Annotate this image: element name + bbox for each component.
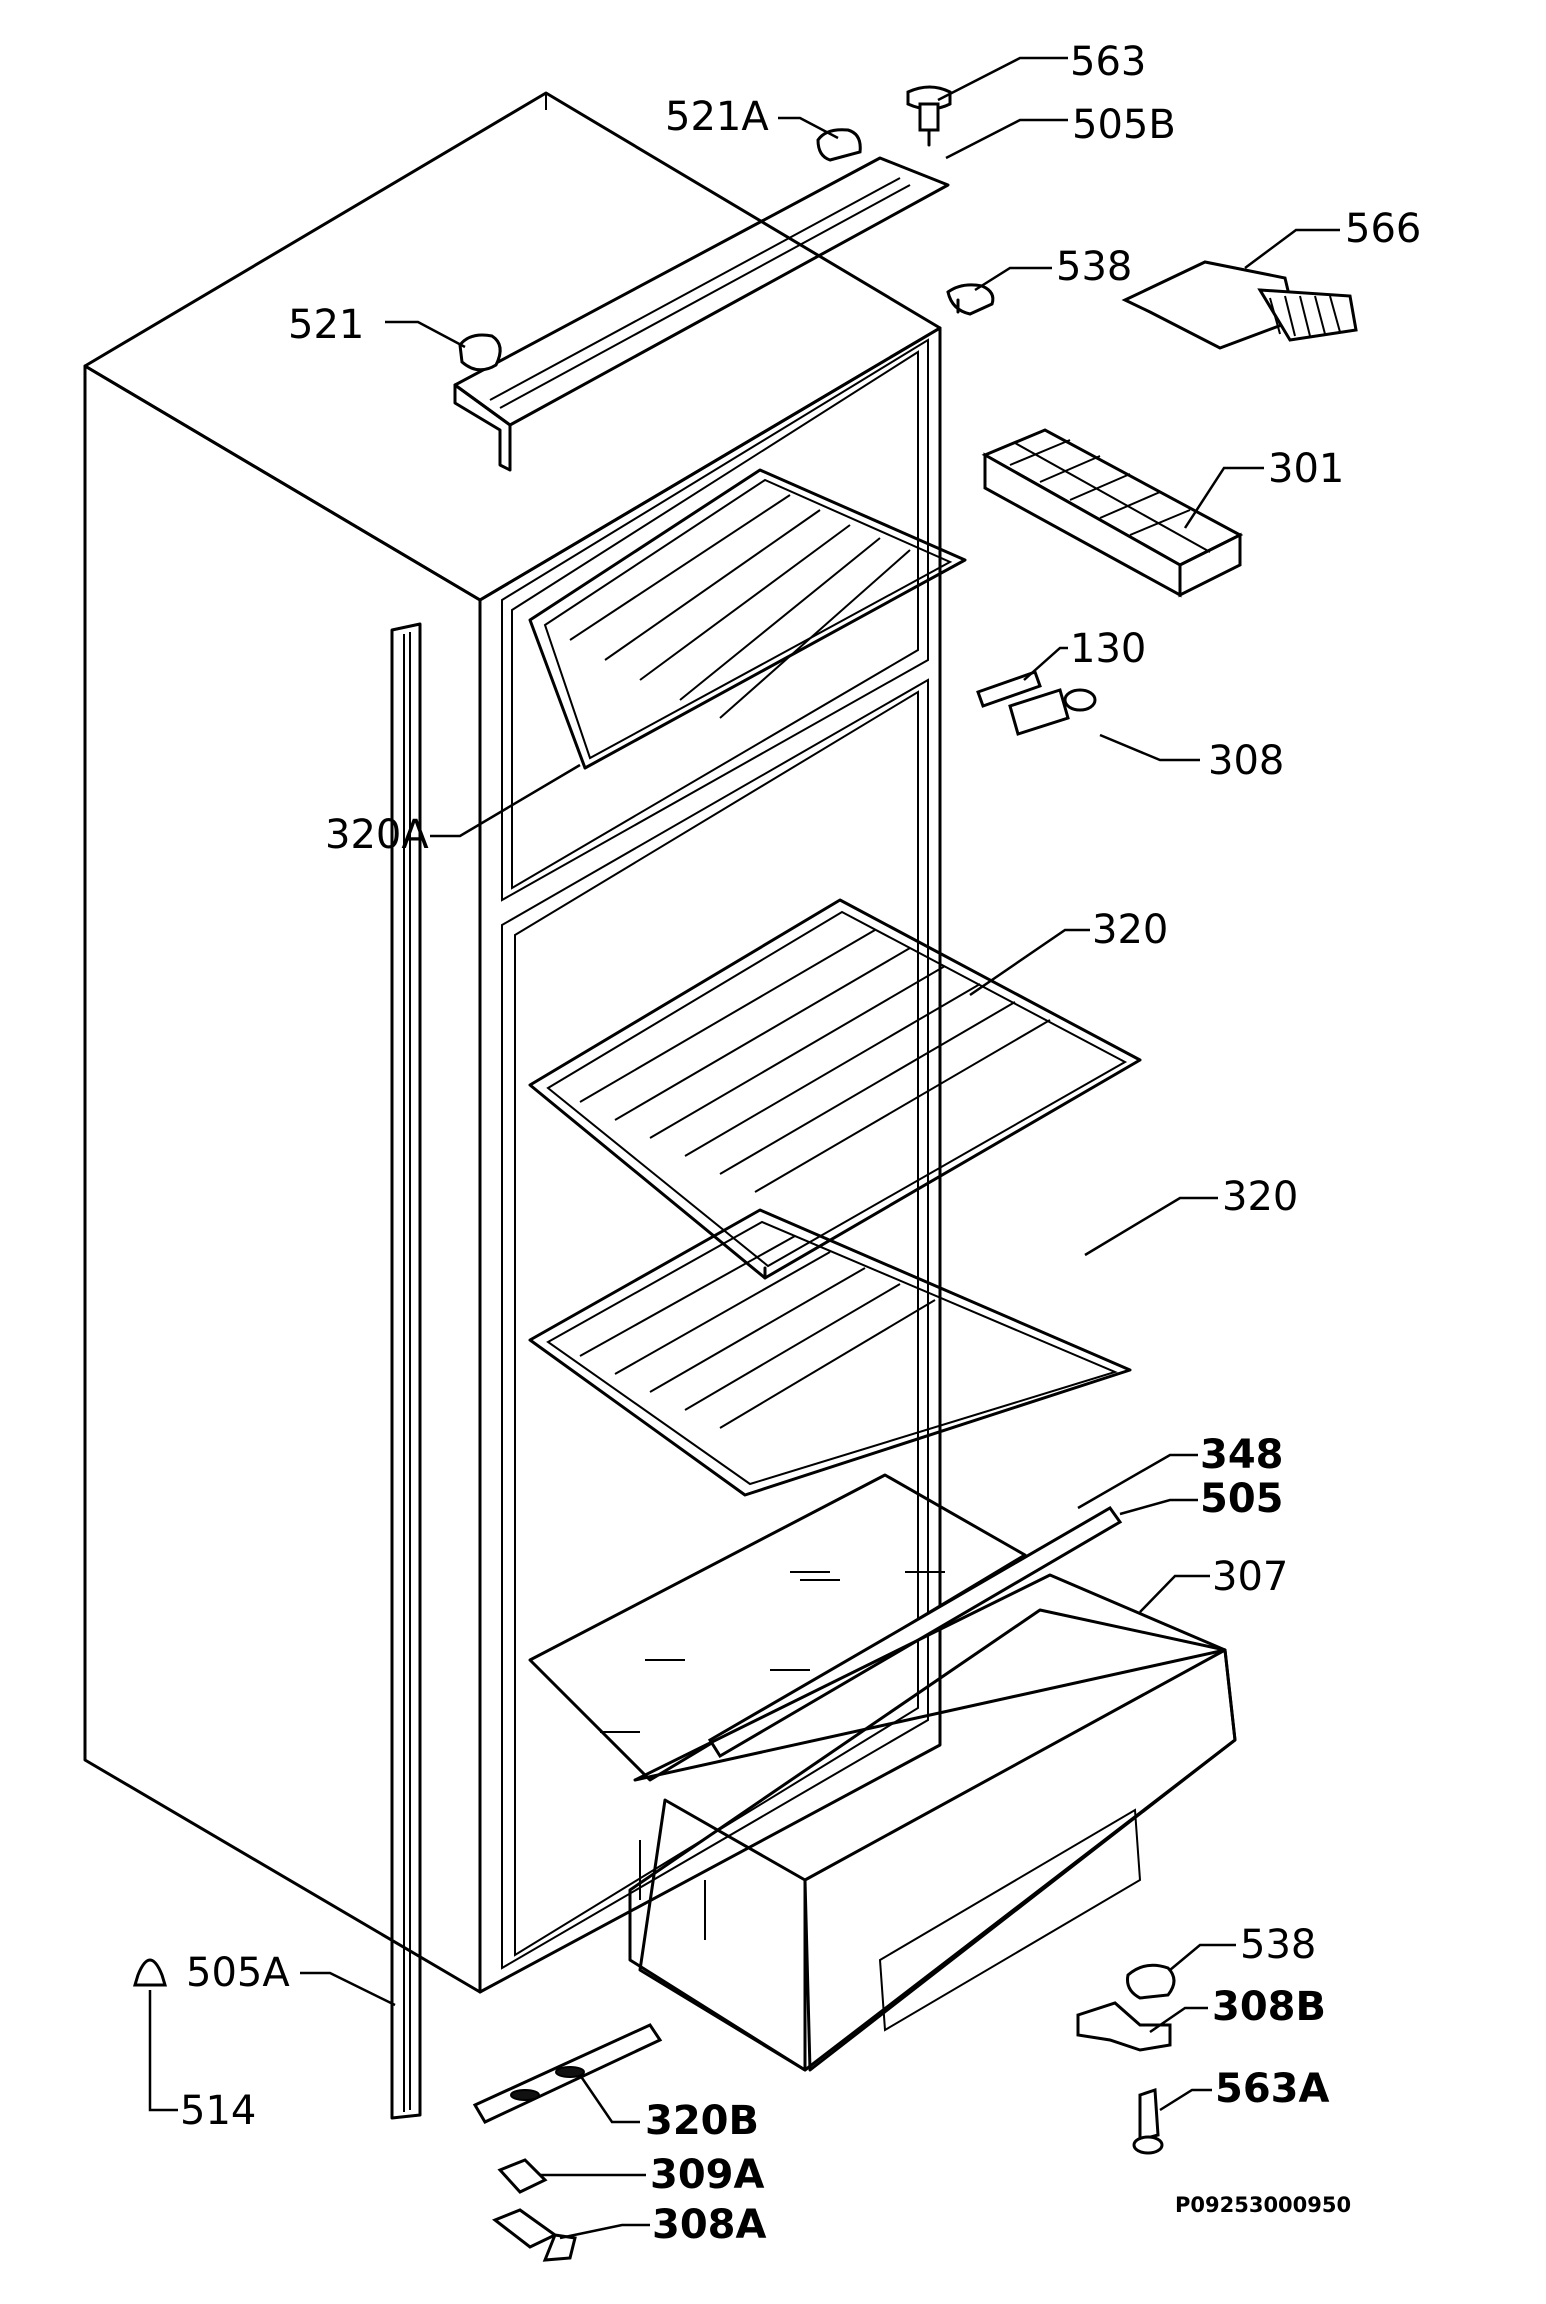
hinge-bracket-308 — [1008, 688, 1097, 736]
label-309A: 309A — [650, 2152, 764, 2198]
crisper-drawer — [628, 1573, 1237, 2072]
callout-labels: 563 521A 505B 566 538 521 301 130 308 32… — [180, 39, 1421, 2248]
label-538-top: 538 — [1056, 244, 1132, 290]
label-563: 563 — [1070, 39, 1146, 85]
hinge-bracket-308B — [1076, 2001, 1172, 2052]
fridge-inner-edge — [514, 690, 919, 1957]
fridge-shelf-upper — [528, 898, 1142, 1280]
label-308B: 308B — [1212, 1984, 1326, 2030]
thermostat-knob-563A — [1132, 2087, 1164, 2155]
label-130: 130 — [1070, 626, 1146, 672]
bracket-308A — [492, 2208, 577, 2262]
label-521A: 521A — [665, 94, 769, 140]
document-code: P09253000950 — [1175, 2193, 1351, 2217]
ice-tray — [981, 428, 1244, 598]
ice-scraper — [1121, 260, 1358, 350]
label-308: 308 — [1208, 738, 1284, 784]
thermostat-knob-563 — [906, 85, 952, 147]
label-307: 307 — [1212, 1554, 1288, 1600]
label-563A: 563A — [1215, 2066, 1329, 2112]
knob-521 — [458, 333, 502, 372]
bracket-309A — [497, 2158, 548, 2194]
shelf-support-320B — [472, 2023, 663, 2124]
label-514: 514 — [180, 2088, 256, 2134]
label-320A: 320A — [325, 812, 429, 858]
cabinet-top — [83, 91, 942, 602]
label-505B: 505B — [1072, 102, 1176, 148]
label-308A: 308A — [652, 2202, 766, 2248]
top-rail — [453, 156, 950, 472]
hinge-cap-538-bottom — [1126, 1963, 1176, 2000]
cap-521A — [816, 128, 862, 162]
label-538-bottom: 538 — [1240, 1922, 1316, 1968]
hinge-cap-538-top — [946, 283, 995, 316]
freezer-shelf — [528, 468, 967, 770]
label-301: 301 — [1268, 446, 1344, 492]
label-320B: 320B — [645, 2098, 759, 2144]
leader-lines — [148, 56, 1340, 2240]
freezer-inner-edge — [511, 350, 919, 890]
fridge-compartment — [501, 678, 929, 1970]
cabinet — [83, 91, 942, 1994]
label-320-lower: 320 — [1222, 1174, 1298, 1220]
fridge-shelf-lower — [528, 1208, 1132, 1497]
label-566: 566 — [1345, 206, 1421, 252]
glass-shelf-trim — [707, 1506, 1123, 1759]
cabinet-front-frame — [478, 326, 942, 1994]
label-521: 521 — [288, 302, 364, 348]
door-gasket-strip — [390, 622, 422, 2120]
foot-514 — [132, 1958, 168, 1987]
label-505: 505 — [1200, 1476, 1284, 1522]
label-320-upper: 320 — [1092, 907, 1168, 953]
glass-shelf — [528, 1473, 1027, 1782]
freezer-compartment — [501, 338, 929, 902]
label-348: 348 — [1200, 1432, 1284, 1478]
label-505A: 505A — [186, 1950, 290, 1996]
